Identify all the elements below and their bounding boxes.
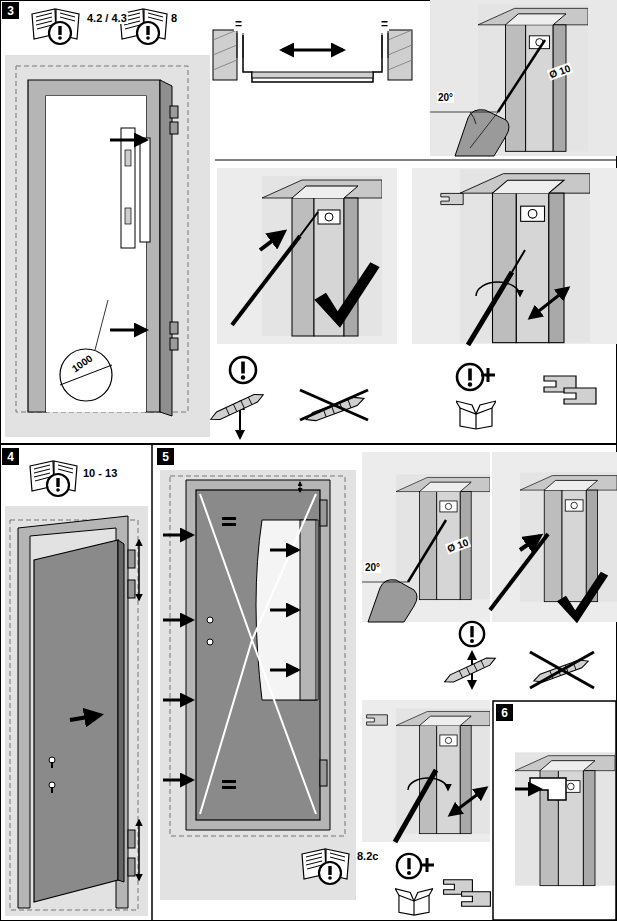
manual-section-ref: 8.2c (356, 850, 379, 862)
step-number: 3 (2, 2, 19, 19)
step-number: 6 (496, 704, 513, 721)
step-number-text: 3 (7, 5, 14, 17)
equal-gap-mark: = (234, 18, 243, 31)
step-number: 5 (157, 448, 174, 465)
manual-section-ref: 4.2 / 4.3 (86, 12, 128, 24)
step-number: 4 (2, 448, 19, 465)
drill-angle: 20° (364, 562, 381, 573)
equal-gap-mark: = (380, 18, 389, 31)
drill-angle: 20° (437, 92, 454, 103)
step-number-text: 5 (162, 451, 169, 463)
manual-section-ref: 8 (170, 12, 178, 24)
manual-section-ref: 10 - 13 (82, 467, 118, 479)
step-number-text: 4 (7, 451, 14, 463)
step-number-text: 6 (501, 707, 508, 719)
